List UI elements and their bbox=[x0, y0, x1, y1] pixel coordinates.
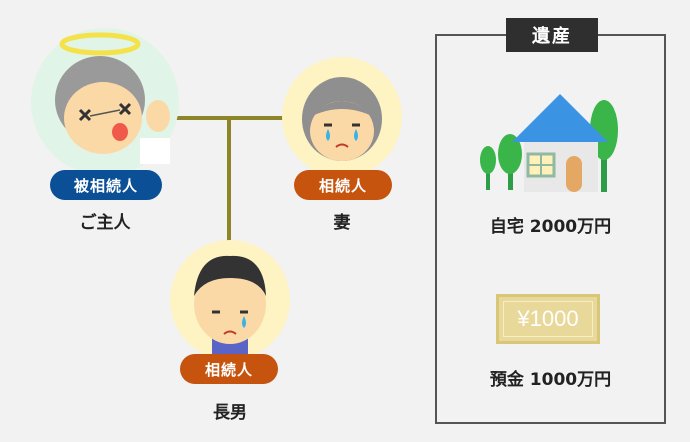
banknote-icon: ¥1000 bbox=[496, 294, 600, 344]
estate-title: 遺産 bbox=[506, 18, 598, 52]
deceased-name: ご主人 bbox=[79, 213, 131, 233]
son-illustration bbox=[170, 240, 290, 360]
wife-illustration bbox=[282, 57, 402, 177]
wife-badge: 相続人 bbox=[294, 170, 392, 200]
estate-panel bbox=[435, 34, 666, 424]
deceased-husband-illustration bbox=[31, 28, 179, 176]
deceased-badge: 被相続人 bbox=[50, 170, 162, 200]
wife-name: 妻 bbox=[333, 213, 351, 233]
banknote-text: ¥1000 bbox=[517, 306, 579, 331]
home-asset-label: 自宅 2000万円 bbox=[489, 217, 612, 237]
son-name: 長男 bbox=[213, 403, 247, 423]
son-badge: 相続人 bbox=[180, 354, 278, 384]
deposit-asset-label: 預金 1000万円 bbox=[489, 370, 612, 390]
house-icon bbox=[480, 94, 618, 192]
